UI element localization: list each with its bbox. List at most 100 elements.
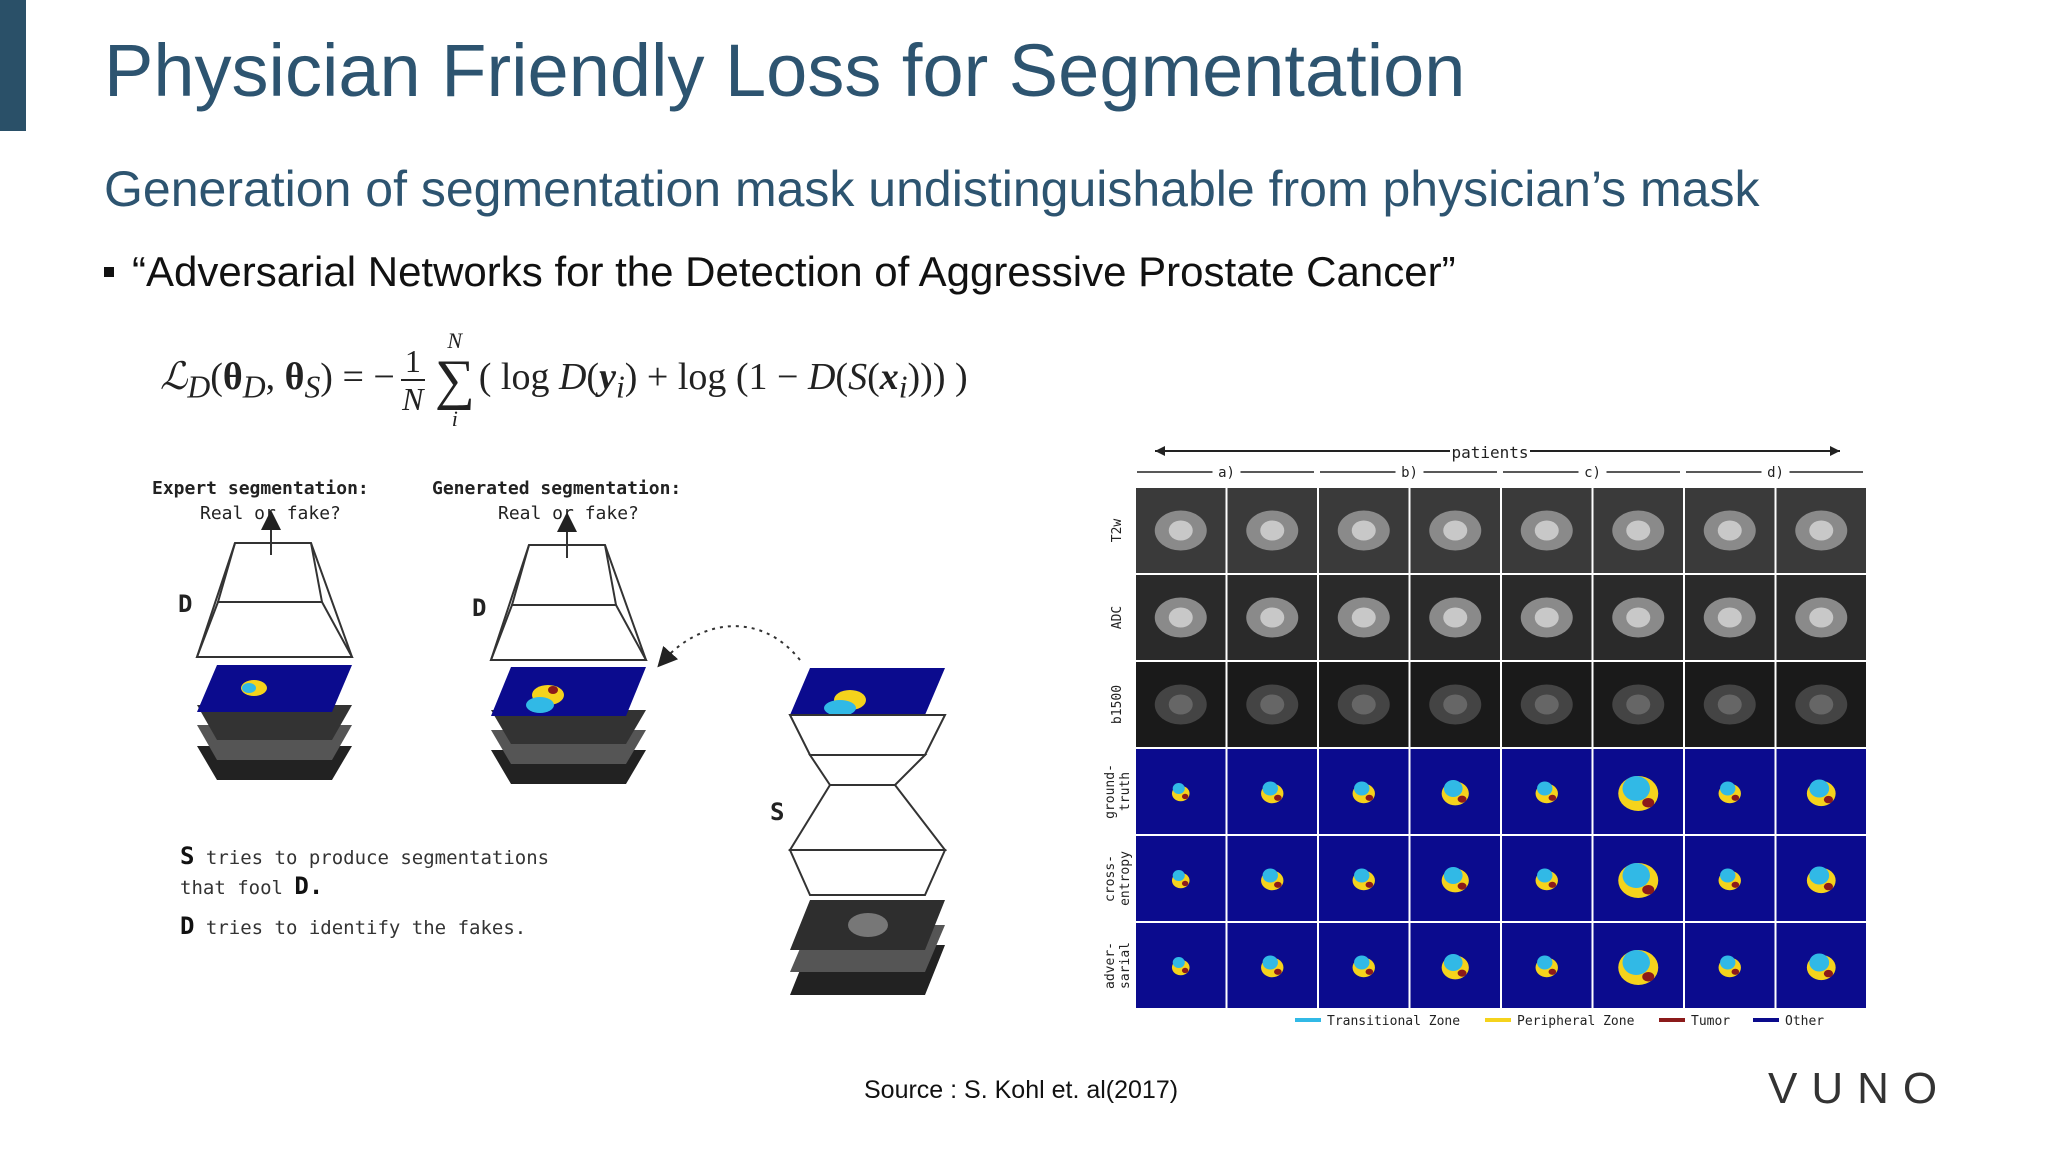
mask-tumor	[1642, 972, 1655, 982]
mask-transitional	[1172, 783, 1185, 794]
mask-transitional	[1172, 870, 1185, 881]
patients-label: patients	[1451, 443, 1528, 462]
mask-tumor	[1731, 968, 1740, 975]
bullet-item: “Adversarial Networks for the Detection …	[104, 248, 1456, 296]
mask-transitional	[1354, 781, 1370, 796]
mask-tumor	[1181, 793, 1189, 800]
row-label: ADC	[1110, 606, 1125, 629]
mask-tumor	[1642, 798, 1655, 808]
slide-title: Physician Friendly Loss for Segmentation	[104, 29, 1466, 112]
group-label: c)	[1584, 465, 1601, 481]
mri-cell-core	[1443, 520, 1468, 541]
mri-cell-core	[1351, 694, 1376, 715]
mri-cell-core	[1443, 694, 1468, 715]
source-citation: Source : S. Kohl et. al(2017)	[864, 1076, 1179, 1104]
mask-transitional	[1537, 868, 1553, 883]
mri-cell-core	[1809, 694, 1834, 715]
mri-cell-core	[1443, 607, 1468, 628]
mask-tumor	[1181, 880, 1189, 887]
mri-cell-core	[1260, 520, 1285, 541]
mask-transitional	[1443, 954, 1463, 971]
mask-transitional	[1262, 781, 1278, 796]
mri-cell-core	[1534, 607, 1559, 628]
caption-line-3: D tries to identify the fakes.	[180, 912, 527, 940]
mri-cell-core	[1809, 520, 1834, 541]
mask-tumor	[1548, 794, 1557, 801]
legend-label: Other	[1785, 1014, 1824, 1029]
mri-cell-core	[1809, 607, 1834, 628]
mri-cell-core	[1351, 607, 1376, 628]
segmenter-shape	[788, 668, 948, 896]
row-label: ground-truth	[1103, 764, 1133, 819]
mask-tumor	[1365, 794, 1374, 801]
mask-transitional	[1622, 776, 1650, 801]
row-label: adver-sarial	[1103, 942, 1133, 989]
expert-segmentation-label: Expert segmentation:	[152, 478, 369, 499]
discriminator-left-shape	[195, 510, 354, 658]
mask-transitional	[1262, 868, 1278, 883]
mask-tumor	[1731, 794, 1740, 801]
mri-cell-core	[1717, 607, 1742, 628]
accent-bar	[0, 0, 26, 131]
mask-tumor	[1823, 882, 1834, 891]
mask-transitional	[1172, 957, 1185, 968]
mask-tumor	[1457, 882, 1467, 890]
mask-tumor	[1823, 969, 1834, 978]
mask-transitional	[1443, 780, 1463, 797]
discriminator-letter-right: D	[472, 594, 487, 622]
mask-tumor	[1731, 881, 1740, 888]
mri-cell-core	[1168, 694, 1193, 715]
mri-cell-core	[1260, 607, 1285, 628]
mask-transitional	[1809, 866, 1830, 885]
mask-tumor	[1181, 967, 1189, 974]
mri-cell-core	[1626, 520, 1651, 541]
generated-mri-stack	[491, 667, 646, 784]
row-label: T2w	[1110, 519, 1125, 543]
row-label: b1500	[1110, 685, 1125, 724]
mask-transitional	[1809, 779, 1830, 798]
mask-tumor	[1365, 968, 1374, 975]
mask-transitional	[1262, 955, 1278, 970]
mri-cell-core	[1626, 694, 1651, 715]
group-label: a)	[1218, 465, 1235, 481]
mri-cell-core	[1168, 520, 1193, 541]
segmenter-letter: S	[770, 798, 785, 826]
caption-line-1: S tries to produce segmentations	[180, 842, 550, 870]
mask-transitional	[1537, 955, 1553, 970]
mask-tumor	[1457, 795, 1467, 803]
mask-tumor	[1642, 885, 1655, 895]
mri-cell-core	[1534, 520, 1559, 541]
mri-cell-core	[1717, 694, 1742, 715]
group-label: b)	[1401, 465, 1418, 481]
mask-transitional	[1443, 867, 1463, 884]
mri-cell-core	[1351, 520, 1376, 541]
discriminator-letter-left: D	[178, 590, 193, 618]
bullet-square-icon	[104, 267, 114, 277]
mask-transitional	[1720, 781, 1736, 796]
mri-cell-core	[1168, 607, 1193, 628]
mask-tumor	[1823, 795, 1834, 804]
mask-tumor	[1548, 881, 1557, 888]
mask-transitional	[1622, 863, 1650, 888]
generated-segmentation-label: Generated segmentation:	[432, 478, 682, 499]
mask-transitional	[1354, 868, 1370, 883]
mask-transitional	[1720, 955, 1736, 970]
results-figure: patientsa)b)c)d)T2wADCb1500ground-truthc…	[1103, 442, 1866, 1029]
mri-cell-core	[1534, 694, 1559, 715]
mask-transitional	[1622, 950, 1650, 975]
mask-transitional	[1537, 781, 1553, 796]
mask-transitional	[1809, 953, 1830, 972]
vuno-logo: VUNO	[1768, 1064, 1952, 1113]
bullet-text: “Adversarial Networks for the Detection …	[132, 248, 1456, 295]
patients-label-bg	[1450, 442, 1530, 460]
mask-tumor	[1274, 968, 1282, 975]
legend-label: Peripheral Zone	[1517, 1014, 1635, 1029]
mask-transitional	[1720, 868, 1736, 883]
mask-transitional	[1354, 955, 1370, 970]
row-label: cross-entropy	[1103, 851, 1133, 906]
mask-tumor	[1365, 881, 1374, 888]
caption-line-2: that fool D.	[180, 872, 324, 900]
mask-tumor	[1274, 794, 1282, 801]
legend-label: Transitional Zone	[1327, 1014, 1460, 1029]
